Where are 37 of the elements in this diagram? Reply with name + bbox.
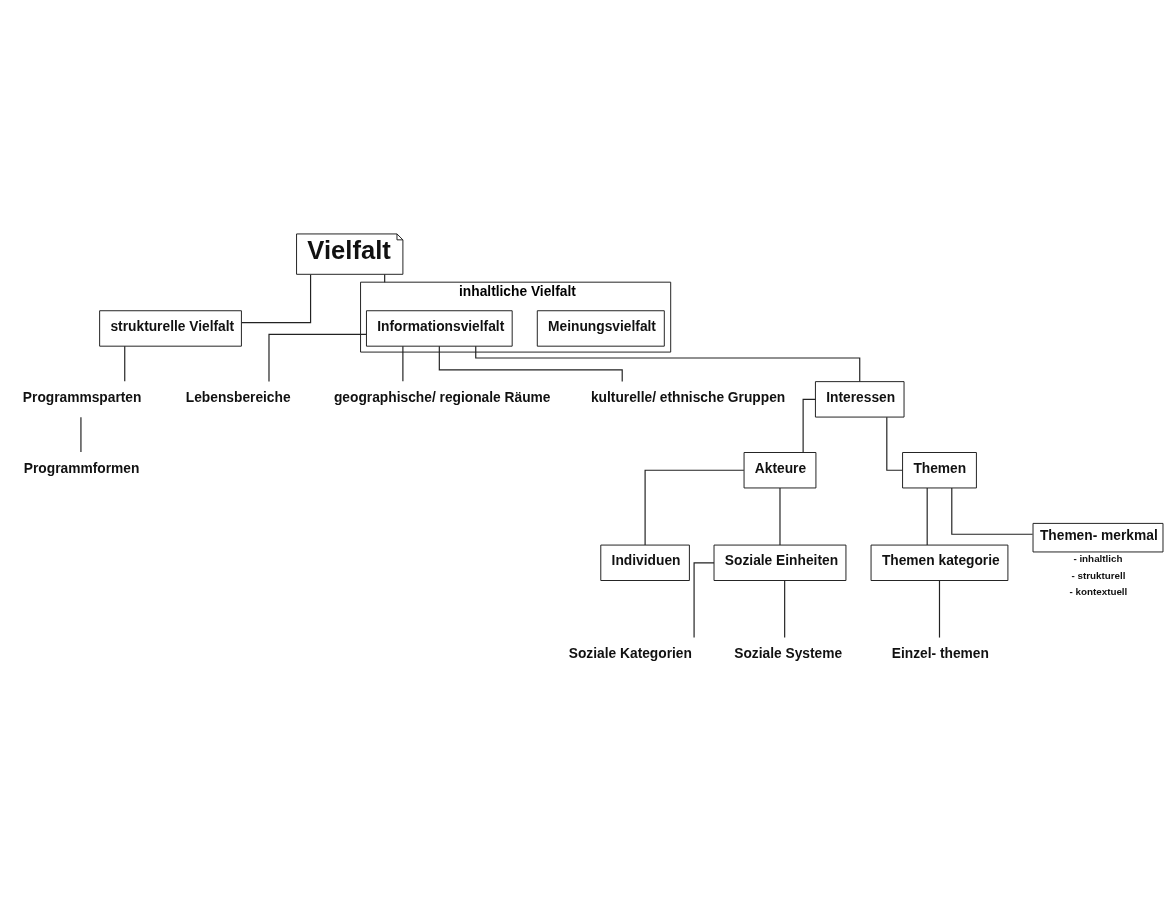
node-label: - kontextuell [1069, 586, 1128, 598]
node-box: Themen- merkmal [1032, 522, 1164, 553]
node-box: strukturelle Vielfalt [99, 310, 242, 347]
connector [80, 416, 82, 453]
node-label: - inhaltlich [1073, 552, 1123, 564]
connector [402, 345, 404, 382]
connector [938, 580, 941, 639]
node-box: Informationsvielfalt [365, 310, 513, 347]
connector [779, 487, 781, 546]
node-text: Programmsparten [22, 390, 142, 406]
connector [951, 487, 1034, 535]
node-text: kulturelle/ ethnische Gruppen [590, 390, 786, 406]
connector [802, 398, 816, 453]
connector [241, 274, 312, 324]
connector [124, 345, 126, 382]
node-box: Interessen [814, 381, 905, 418]
connector [693, 562, 715, 639]
node-box: Meinungsvielfalt [536, 310, 665, 347]
node-box: Themen kategorie [870, 544, 1009, 581]
node-text: Programmformen [23, 460, 140, 476]
connector [644, 469, 745, 546]
node-box: Themen [902, 452, 977, 489]
connector [784, 580, 786, 639]
node-label: - strukturell [1071, 569, 1126, 581]
node-text: geographische/ regionale Räume [333, 390, 551, 406]
node-box: Soziale Einheiten [713, 544, 847, 581]
node-text: Soziale Systeme [734, 646, 843, 661]
connector [886, 416, 903, 471]
connector [268, 333, 367, 383]
node-text: Soziale Kategorien [568, 646, 692, 661]
node-text: Lebensbereiche [185, 390, 291, 406]
node-box: Individuen [600, 544, 690, 581]
connector [438, 345, 623, 383]
connector [926, 487, 928, 546]
node-box: Akteure [743, 452, 817, 489]
connector [475, 345, 861, 383]
node-text: Einzel- themen [891, 646, 989, 661]
